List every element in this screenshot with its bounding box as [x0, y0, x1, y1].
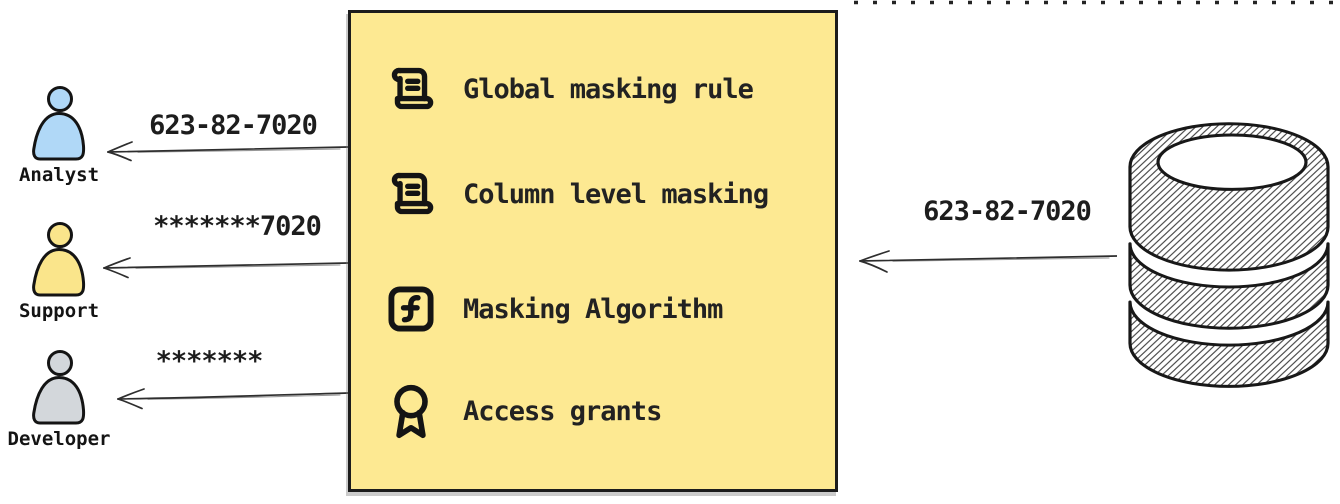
masked-value-analyst: 623-82-7020: [149, 110, 318, 141]
person-icon: [32, 222, 86, 297]
person-icon: [32, 350, 86, 425]
recipient-label: Support: [18, 300, 100, 322]
recipient-label: Developer: [7, 428, 111, 450]
canvas-edge-dashes: [854, 0, 1340, 5]
masking-item-label: Global masking rule: [463, 73, 754, 105]
masked-value-developer: *******: [155, 346, 264, 377]
scroll-text-icon: [391, 172, 434, 215]
masking-item-global-rule: Global masking rule: [383, 57, 754, 121]
masking-item-label: Access grants: [463, 395, 662, 427]
masking-item-column-level: Column level masking: [383, 162, 769, 226]
recipient-support: Support: [0, 222, 118, 322]
masking-item-access-grants: Access grants: [383, 379, 662, 443]
masking-box: Global masking rule Column level masking: [348, 10, 838, 492]
recipient-analyst: Analyst: [0, 86, 118, 186]
scroll-text-icon: [391, 67, 434, 110]
arrow-masking-to-developer: [117, 388, 348, 410]
function-square-icon: [388, 286, 434, 332]
arrow-database-to-masking: [859, 250, 1117, 273]
recipient-label: Analyst: [18, 164, 100, 186]
arrow-masking-to-analyst: [107, 141, 348, 162]
person-icon: [32, 86, 86, 161]
masking-item-label: Column level masking: [463, 178, 769, 210]
award-icon: [394, 384, 428, 439]
masked-value-support: *******7020: [153, 211, 322, 242]
database-icon: [1128, 122, 1330, 388]
source-value: 623-82-7020: [923, 196, 1092, 227]
masking-item-algorithm: Masking Algorithm: [383, 277, 723, 341]
arrow-masking-to-support: [103, 257, 348, 279]
recipient-developer: Developer: [0, 350, 118, 450]
masking-item-label: Masking Algorithm: [463, 293, 723, 325]
